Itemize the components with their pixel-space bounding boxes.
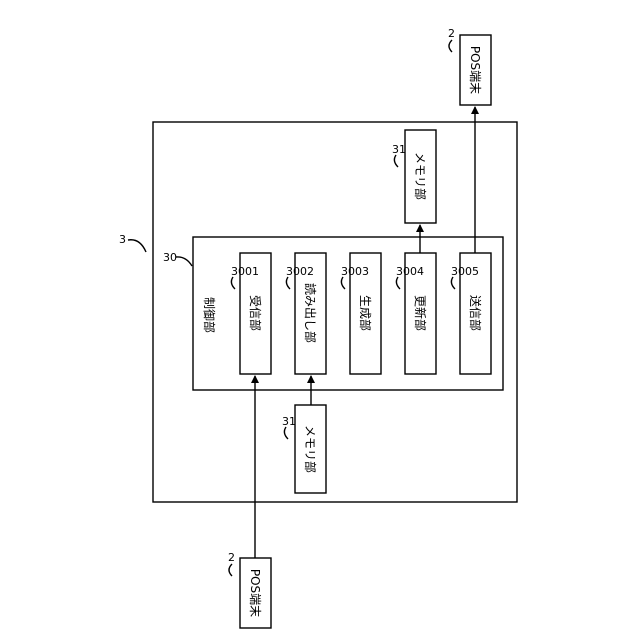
pos-terminal-top: 2 POS端末 (448, 27, 491, 105)
unit-send-label: 送信部 (468, 295, 483, 331)
memory-bottom-ref: 31 (282, 415, 296, 428)
memory-top-ref: 31 (392, 143, 406, 156)
control-ref: 30 (163, 251, 177, 264)
device-ref-leader (128, 240, 146, 252)
unit-read-ref: 3002 (286, 265, 314, 278)
unit-generate-label: 生成部 (358, 295, 373, 331)
unit-send-ref: 3005 (451, 265, 479, 278)
unit-update-ref: 3004 (396, 265, 424, 278)
unit-receive-label: 受信部 (248, 295, 263, 331)
memory-top-label: メモリ部 (413, 152, 428, 200)
unit-generate-ref: 3003 (341, 265, 369, 278)
control-unit-label: 制御部 (202, 297, 217, 333)
pos-bottom-ref: 2 (228, 551, 235, 564)
device-ref: 3 (119, 233, 126, 246)
pos-top-ref: 2 (448, 27, 455, 40)
pos-top-label: POS端末 (468, 46, 482, 94)
memory-bottom-label: メモリ部 (303, 425, 318, 473)
pos-terminal-bottom: 2 POS端末 (228, 551, 271, 628)
pos-bottom-label: POS端末 (248, 569, 262, 617)
unit-read-label: 読み出し部 (303, 283, 318, 343)
unit-receive-ref: 3001 (231, 265, 259, 278)
unit-update-label: 更新部 (413, 295, 428, 331)
